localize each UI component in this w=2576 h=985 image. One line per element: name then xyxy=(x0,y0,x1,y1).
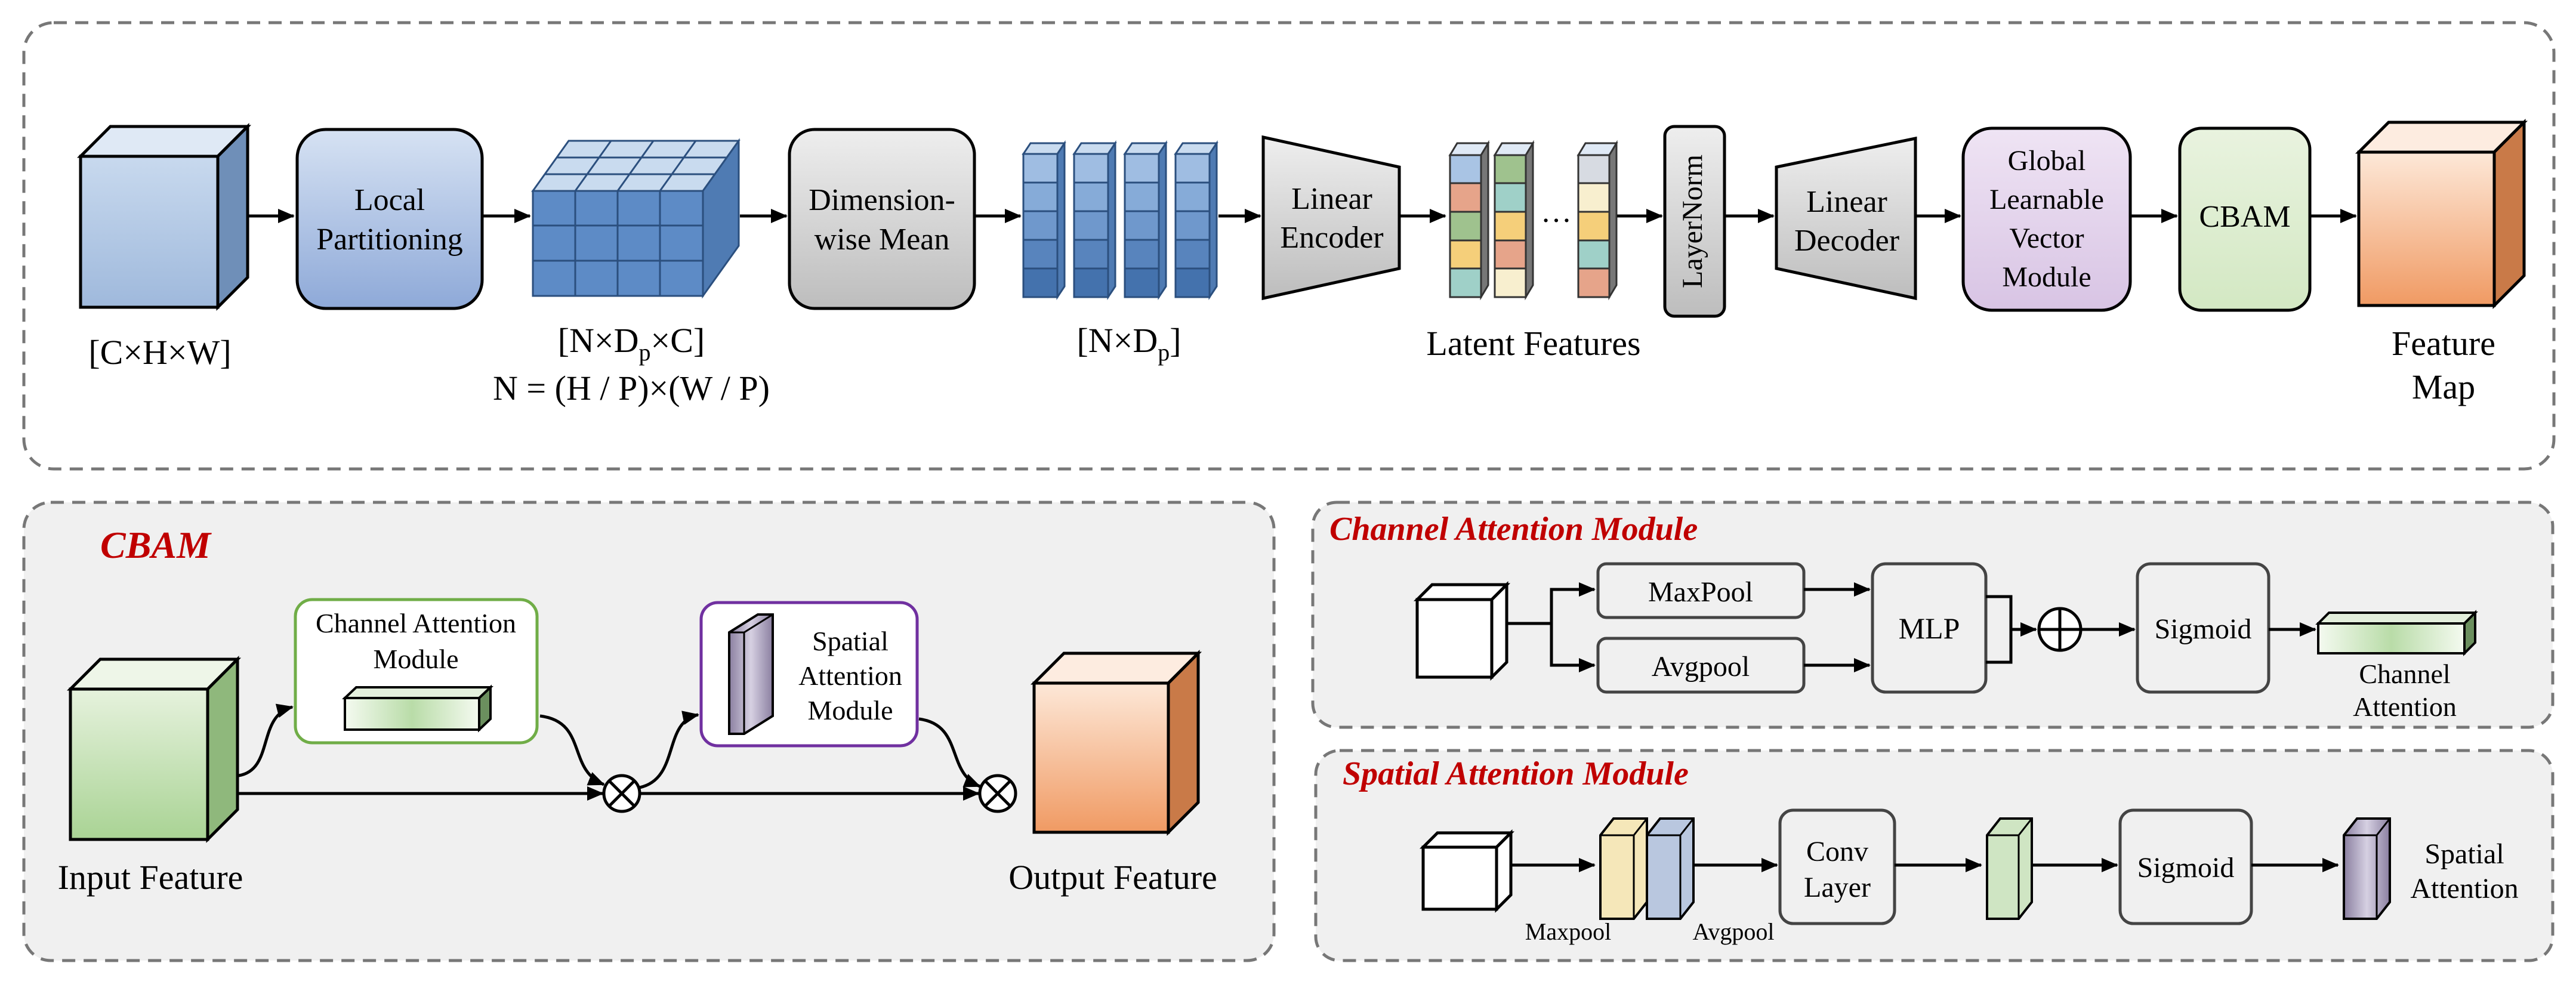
channel-attention-label: Channel xyxy=(2359,659,2450,689)
svg-text:Attention: Attention xyxy=(798,660,902,691)
svg-text:Spatial: Spatial xyxy=(812,626,889,656)
output-feature-cube xyxy=(1030,649,1202,836)
arrow xyxy=(918,717,981,788)
spatial-attention-map xyxy=(2343,817,2391,920)
maxpool-box: MaxPool xyxy=(1596,562,1806,619)
latent-feature-columns xyxy=(1448,140,1618,301)
channel-attention-panel-title: Channel Attention Module xyxy=(1329,511,1698,548)
spatial-input-cube xyxy=(1419,829,1515,913)
input-feature-label: Input Feature xyxy=(58,858,243,897)
output-feature-label: Output Feature xyxy=(1008,858,1217,897)
input-cube xyxy=(76,122,252,311)
svg-text:Learnable: Learnable xyxy=(1989,184,2104,215)
avgpool-map xyxy=(1646,817,1695,920)
cbam-box: CBAM xyxy=(2178,126,2312,312)
svg-text:Global: Global xyxy=(2008,145,2086,177)
token-columns xyxy=(1022,140,1218,300)
svg-text:Linear: Linear xyxy=(1806,185,1887,219)
svg-text:Vector: Vector xyxy=(2009,223,2084,254)
conv-layer-box: Conv Layer xyxy=(1778,808,1896,925)
maxpool-label: Maxpool xyxy=(1525,918,1611,945)
svg-text:Conv: Conv xyxy=(1806,836,1868,867)
global-learnable-vector-module: Global Learnable Vector Module xyxy=(1961,126,2132,312)
feature-map-cube xyxy=(2355,118,2528,310)
latent-features-label: Latent Features xyxy=(1426,324,1640,363)
avgpool-box: Avgpool xyxy=(1596,637,1806,694)
svg-text:Module: Module xyxy=(373,644,458,674)
cbam-panel-title: CBAM xyxy=(100,524,212,566)
local-partitioning-box: Local Partitioning xyxy=(295,128,484,310)
svg-text:Partitioning: Partitioning xyxy=(316,223,463,257)
layernorm-box: LayerNorm xyxy=(1663,125,1726,318)
patch-shape-label: [N×Dp×C] xyxy=(558,321,705,366)
spatial-sigmoid-box: Sigmoid xyxy=(2118,808,2253,925)
mlp-box: MLP xyxy=(1871,562,1988,694)
svg-text:Sigmoid: Sigmoid xyxy=(2137,852,2235,884)
patch-grid xyxy=(531,138,741,299)
svg-text:LayerNorm: LayerNorm xyxy=(1677,155,1708,288)
arrow xyxy=(238,703,294,777)
feature-map-label: Map xyxy=(2412,368,2475,406)
ellipsis: … xyxy=(1541,195,1572,229)
add-icon xyxy=(2037,607,2083,652)
maxpool-map xyxy=(1599,817,1648,920)
spatial-attention-panel-title: Spatial Attention Module xyxy=(1343,755,1689,792)
multiply-icon xyxy=(602,774,641,813)
connector xyxy=(1986,629,2013,664)
conv-output-map xyxy=(1986,817,2033,920)
linear-decoder: Linear Decoder xyxy=(1775,136,1917,301)
svg-text:Dimension-: Dimension- xyxy=(809,183,955,217)
spatial-attention-module-box: Spatial Attention Module xyxy=(699,601,919,748)
svg-text:Module: Module xyxy=(807,695,893,725)
sigmoid-box: Sigmoid xyxy=(2136,562,2270,694)
svg-text:Local: Local xyxy=(354,183,425,217)
linear-encoder: Linear Encoder xyxy=(1261,135,1401,301)
dimension-wise-mean-box: Dimension- wise Mean xyxy=(788,128,976,310)
patch-count-formula: N = (H / P)×(W / P) xyxy=(493,369,770,407)
input-feature-cube xyxy=(66,655,242,844)
svg-text:Sigmoid: Sigmoid xyxy=(2155,613,2252,645)
multiply-icon xyxy=(978,774,1017,813)
arrow xyxy=(639,711,699,789)
svg-text:CBAM: CBAM xyxy=(2199,200,2290,234)
svg-text:Module: Module xyxy=(2002,261,2091,293)
channel-attention-module-box: Channel Attention Module xyxy=(294,598,539,745)
channel-input-cube xyxy=(1413,580,1511,681)
channel-attention-label: Attention xyxy=(2353,691,2457,722)
connector xyxy=(1507,582,1596,625)
svg-text:Linear: Linear xyxy=(1291,182,1372,216)
svg-text:Avgpool: Avgpool xyxy=(1652,651,1750,683)
arrow xyxy=(539,714,605,786)
svg-text:MLP: MLP xyxy=(1899,612,1960,645)
svg-text:Channel Attention: Channel Attention xyxy=(316,608,516,638)
token-shape-label: [N×Dp] xyxy=(1076,321,1181,366)
input-shape-label: [C×H×W] xyxy=(88,333,231,372)
avgpool-label: Avgpool xyxy=(1692,918,1774,945)
feature-map-label: Feature xyxy=(2392,324,2495,363)
channel-attention-bar xyxy=(2315,610,2478,656)
svg-text:Decoder: Decoder xyxy=(1794,224,1899,258)
svg-text:Layer: Layer xyxy=(1804,872,1871,903)
connector xyxy=(1986,595,2013,629)
spatial-attention-label: Spatial xyxy=(2424,838,2504,870)
svg-text:wise Mean: wise Mean xyxy=(815,223,950,257)
spatial-attention-label: Attention xyxy=(2410,873,2518,904)
connector xyxy=(1550,623,1596,672)
svg-text:Encoder: Encoder xyxy=(1280,221,1383,255)
svg-text:MaxPool: MaxPool xyxy=(1648,576,1753,608)
